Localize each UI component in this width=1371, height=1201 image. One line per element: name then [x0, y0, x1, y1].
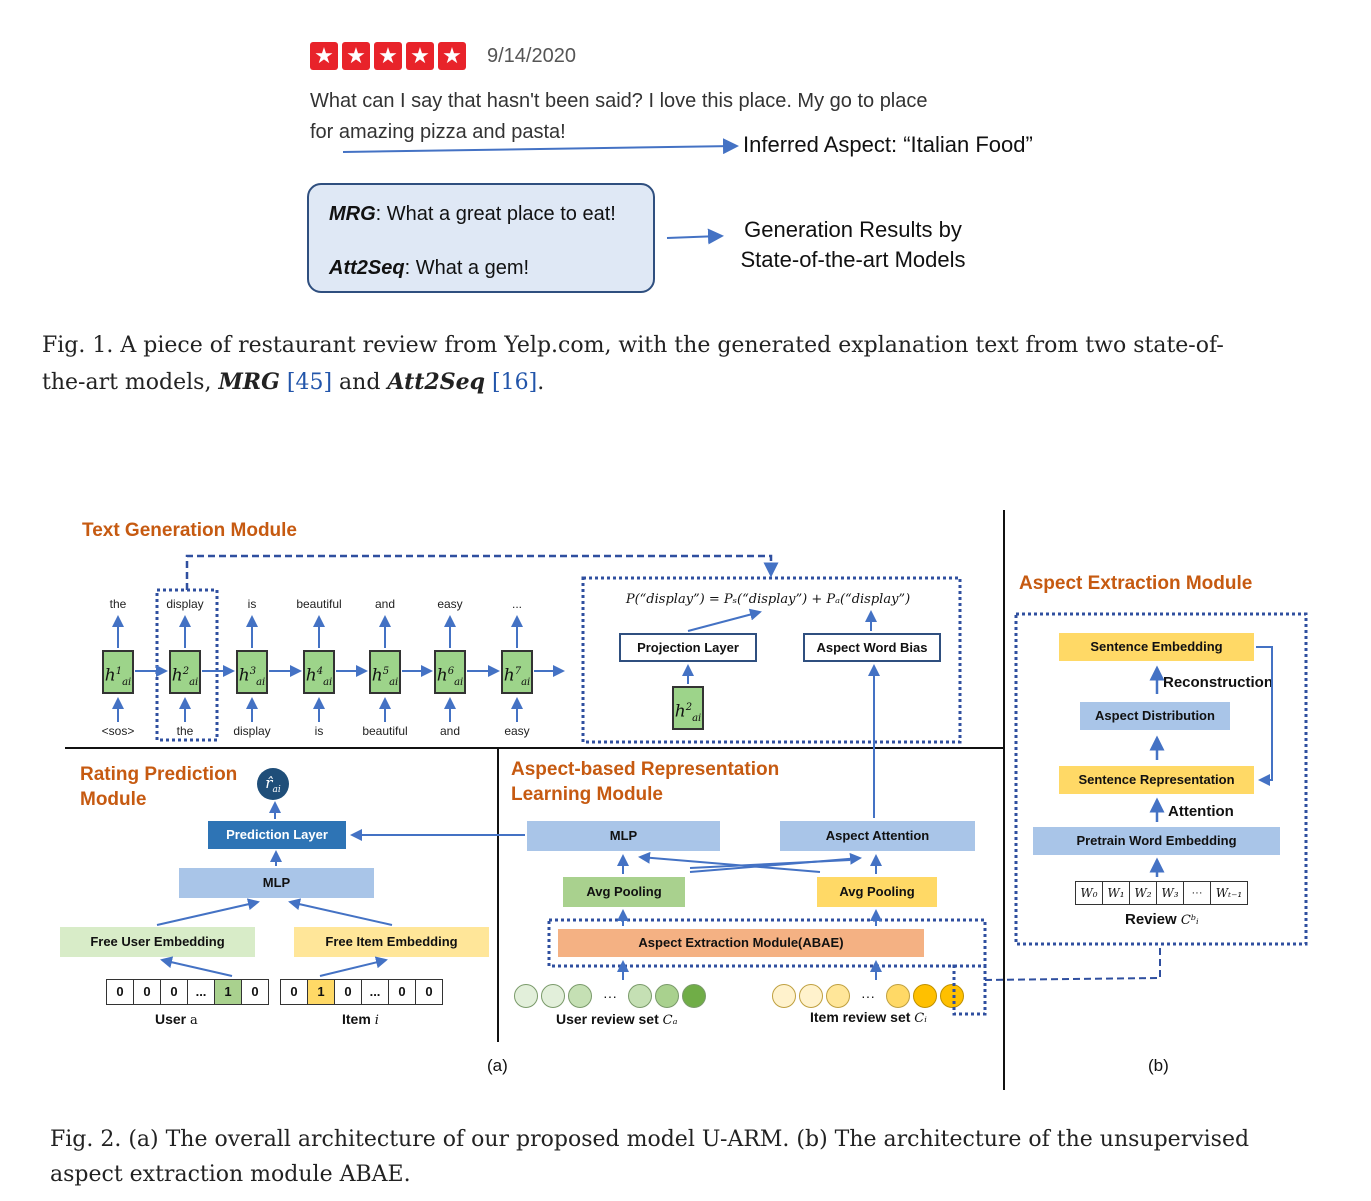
- output-word: easy: [437, 597, 463, 611]
- review-word-vector: W₀ W₁ W₂ W₃ ··· Wₜ₋₁: [1075, 881, 1248, 905]
- item-review-set-label: Item review set Cᵢ: [810, 1009, 927, 1026]
- hidden-state-cell: h3ai: [236, 650, 268, 694]
- input-word: <sos>: [101, 724, 135, 738]
- review-node: [940, 984, 964, 1008]
- output-word: display: [166, 597, 204, 611]
- dotted-box-step2: [155, 588, 219, 742]
- input-word: and: [439, 724, 461, 738]
- text-generation-title: Text Generation Module: [82, 520, 298, 541]
- review-node: [655, 984, 679, 1008]
- pretrain-word-embedding: Pretrain Word Embedding: [1033, 827, 1280, 855]
- output-word: ...: [511, 597, 522, 611]
- projection-layer: Projection Layer: [619, 633, 757, 662]
- attention-label: Attention: [1168, 803, 1234, 820]
- review-label: Review Cᵇᵢ: [1125, 911, 1199, 928]
- dotted-box-abae: [547, 918, 987, 968]
- output-word: is: [247, 597, 257, 611]
- user-label: User a: [155, 1011, 198, 1028]
- subfigure-label-b: (b): [1148, 1056, 1169, 1075]
- inferred-aspect: Inferred Aspect: “Italian Food”: [743, 132, 1033, 157]
- review-date: 9/14/2020: [487, 45, 576, 67]
- sentence-representation: Sentence Representation: [1059, 766, 1254, 794]
- dashed-link-aem: [984, 944, 1161, 981]
- input-word: is: [314, 724, 324, 738]
- aem-title: Aspect Extraction Module: [1019, 573, 1253, 594]
- output-word: the: [109, 597, 127, 611]
- review-node: [826, 984, 850, 1008]
- output-word: beautiful: [296, 597, 342, 611]
- star-icon: ★: [374, 42, 402, 70]
- generation-results-label: Generation Results by State-of-the-art M…: [740, 217, 966, 272]
- avg-pooling-item: Avg Pooling: [817, 877, 937, 907]
- hidden-state-cell: h6ai: [434, 650, 466, 694]
- hidden-state-cell: h4ai: [303, 650, 335, 694]
- user-review-set-label: User review set Cₐ: [556, 1011, 678, 1028]
- hidden-state-cell: h2ai: [672, 686, 704, 730]
- review-node: [772, 984, 796, 1008]
- review-line: What can I say that hasn't been said? I …: [310, 90, 928, 112]
- free-user-embedding: Free User Embedding: [60, 927, 255, 957]
- mlp-representation: MLP: [527, 821, 720, 851]
- abae-module: Aspect Extraction Module(ABAE): [558, 929, 924, 957]
- review-node: [514, 984, 538, 1008]
- dashed-link-top: [185, 554, 779, 590]
- reconstruction-label: Reconstruction: [1163, 674, 1274, 691]
- hidden-state-cell: h2ai: [169, 650, 201, 694]
- review-line: for amazing pizza and pasta!: [310, 121, 566, 143]
- prediction-layer: Prediction Layer: [208, 821, 346, 849]
- input-word: the: [176, 724, 194, 738]
- dotted-box-review: [952, 964, 987, 1016]
- aspect-attention: Aspect Attention: [780, 821, 975, 851]
- probability-formula: P(“display”) = Pₛ(“display”) + Pₐ(“displ…: [625, 592, 911, 607]
- hidden-state-cell: h1ai: [102, 650, 134, 694]
- input-word: easy: [504, 724, 530, 738]
- aspect-distribution: Aspect Distribution: [1080, 702, 1230, 730]
- infer-arrow: [342, 138, 739, 155]
- avg-pooling-user: Avg Pooling: [563, 877, 685, 907]
- star-icon: ★: [406, 42, 434, 70]
- review-node: [886, 984, 910, 1008]
- star-rating: ★ ★ ★ ★ ★: [310, 42, 466, 70]
- user-review-circles: ···: [514, 984, 706, 1008]
- mrg-output: MRG: What a great place to eat!: [329, 203, 616, 225]
- ellipsis: ···: [603, 988, 617, 1004]
- subfigure-label-a: (a): [487, 1056, 508, 1075]
- gen-arrow: [666, 228, 724, 245]
- review-node: [568, 984, 592, 1008]
- star-icon: ★: [342, 42, 370, 70]
- star-icon: ★: [438, 42, 466, 70]
- item-review-circles: ···: [772, 984, 964, 1008]
- review-text: What can I say that hasn't been said? I …: [310, 86, 1010, 148]
- review-node: [799, 984, 823, 1008]
- input-word: display: [233, 724, 271, 738]
- review-node: [913, 984, 937, 1008]
- att2seq-output: Att2Seq: What a gem!: [329, 257, 530, 279]
- output-word: and: [374, 597, 396, 611]
- rating-output-node: r̂ai: [257, 768, 289, 800]
- hidden-state-cell: h5ai: [369, 650, 401, 694]
- ellipsis: ···: [861, 988, 875, 1004]
- review-node: [682, 984, 706, 1008]
- input-word: beautiful: [362, 724, 408, 738]
- sentence-embedding: Sentence Embedding: [1059, 633, 1254, 661]
- fig1-caption: Fig. 1. A piece of restaurant review fro…: [42, 333, 1224, 395]
- hidden-state-cell: h7ai: [501, 650, 533, 694]
- aspect-word-bias: Aspect Word Bias: [803, 633, 941, 662]
- star-icon: ★: [310, 42, 338, 70]
- review-node: [541, 984, 565, 1008]
- free-item-embedding: Free Item Embedding: [294, 927, 489, 957]
- mlp-rating: MLP: [179, 868, 374, 898]
- review-node: [628, 984, 652, 1008]
- dotted-box-pointer: [581, 576, 962, 744]
- generation-box: MRG: What a great place to eat! Att2Seq:…: [307, 183, 655, 293]
- fig2-caption: Fig. 2. (a) The overall architecture of …: [50, 1127, 1250, 1187]
- item-label: Item i: [342, 1011, 379, 1028]
